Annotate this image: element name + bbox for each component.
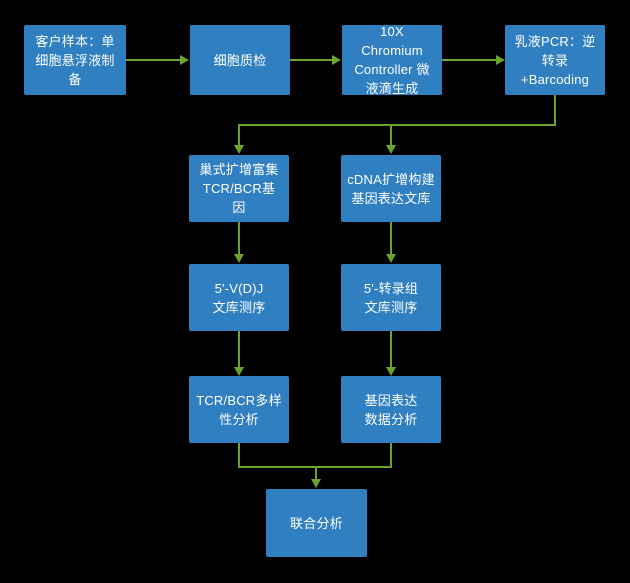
node-joint-analysis[interactable]: 联合分析 [266,489,367,557]
node-chromium-controller[interactable]: 10X Chromium Controller 微 液滴生成 [342,24,442,96]
edge-merge-to-joint-analysis [315,466,317,480]
node-sample-prep[interactable]: 客户样本：单 细胞悬浮液制 备 [24,25,126,95]
node-cell-qc[interactable]: 细胞质检 [190,25,290,95]
arrowhead-cdna-library-to-transcriptome-seq [386,254,396,263]
arrowhead-merge-to-joint-analysis [311,479,321,488]
arrowhead-bus-to-cdna-library [386,145,396,154]
edge-gene-expression-drop [390,443,392,468]
edge-cdna-library-to-transcriptome-seq [390,222,392,255]
edge-split-bus [238,124,556,126]
edge-tcr-diversity-drop [238,443,240,468]
edge-nested-pcr-to-vdj-seq [238,222,240,255]
node-cdna-library[interactable]: cDNA扩增构建 基因表达文库 [341,155,441,222]
node-transcriptome-sequencing[interactable]: 5'-转录组 文库测序 [341,264,441,331]
edge-transcriptome-seq-to-gene-expression [390,331,392,368]
arrowhead-nested-pcr-to-vdj-seq [234,254,244,263]
arrowhead-bus-to-nested-pcr [234,145,244,154]
node-nested-pcr-tcr-bcr[interactable]: 巢式扩增富集 TCR/BCR基 因 [189,155,289,222]
node-tcr-bcr-diversity-analysis[interactable]: TCR/BCR多样 性分析 [189,376,289,443]
edge-cell-qc-to-chromium [290,59,332,61]
arrowhead-transcriptome-seq-to-gene-expression [386,367,396,376]
edge-vdj-seq-to-tcr-diversity [238,331,240,368]
arrowhead-chromium-to-emulsion-pcr [496,55,505,65]
edge-bus-to-nested-pcr [238,124,240,146]
arrowhead-sample-prep-to-cell-qc [180,55,189,65]
node-vdj-sequencing[interactable]: 5'-V(D)J 文库测序 [189,264,289,331]
edge-chromium-to-emulsion-pcr [442,59,496,61]
arrowhead-cell-qc-to-chromium [332,55,341,65]
arrowhead-vdj-seq-to-tcr-diversity [234,367,244,376]
edge-sample-prep-to-cell-qc [126,59,180,61]
node-emulsion-pcr[interactable]: 乳液PCR：逆 转录 +Barcoding [505,25,605,95]
node-gene-expression-analysis[interactable]: 基因表达 数据分析 [341,376,441,443]
edge-bus-to-cdna-library [390,124,392,146]
edge-emulsion-pcr-drop [554,95,556,126]
